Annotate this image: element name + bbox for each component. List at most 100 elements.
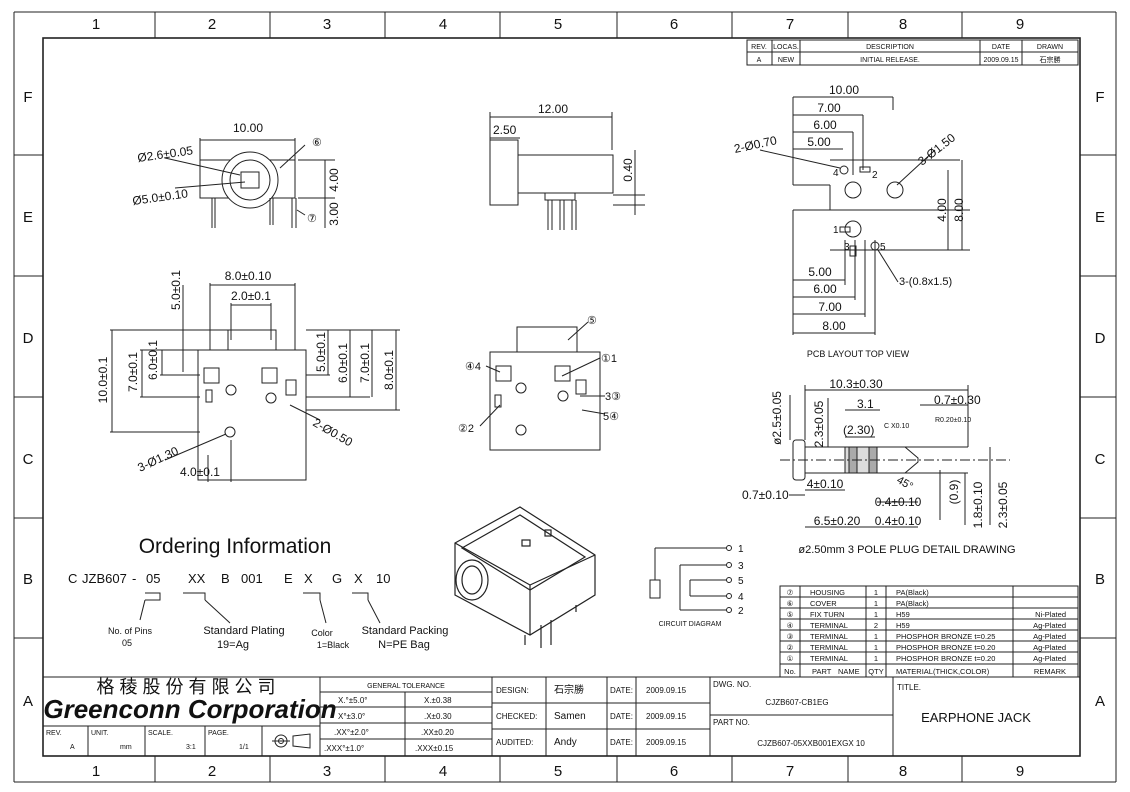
grid-col-7-bottom: 7: [786, 763, 794, 780]
plug-d1-dim: 3.1: [857, 397, 874, 411]
date-label-3: DATE:: [610, 738, 633, 747]
bom-no-5: ③: [787, 632, 794, 641]
bom-part-7: TERMINAL: [810, 654, 848, 663]
bom-rem-7: Ag-Plated: [1033, 654, 1066, 663]
tol-angle-2: X°±3.0°: [338, 712, 365, 721]
bom-no-3: ⑤: [787, 610, 794, 619]
pcb-pin-3: 3: [844, 242, 850, 253]
bom-mat-5: PHOSPHOR BRONZE t=0.25: [896, 632, 995, 641]
top-pin-dim: 3.00: [327, 202, 341, 226]
plug-l1-dim: 4±0.10: [807, 477, 844, 491]
plug-v1-dim: (0.9): [947, 480, 961, 505]
grid-row-d: D: [23, 330, 34, 347]
bom-part-2: COVER: [810, 599, 837, 608]
tol-linear-1: X.±0.38: [424, 696, 452, 705]
bom-part-5: TERMINAL: [810, 632, 848, 641]
code-series: JZB607: [82, 571, 127, 586]
pcb-bdim-7: 7.00: [818, 300, 842, 314]
grid-row-d-right: D: [1095, 330, 1106, 347]
bom-no-1: ⑦: [787, 588, 794, 597]
plating-label: Standard Plating: [203, 625, 284, 637]
rev-header-rev: REV.: [751, 44, 767, 51]
bom-header-remark: REMARK: [1034, 667, 1066, 676]
grid-col-4-bottom: 4: [439, 763, 447, 780]
plug-detail: 10.3±0.30 0.7±0.30 3.1 (2.30) C X0.10 R0…: [742, 377, 1016, 556]
circuit-pin-4: 4: [738, 592, 744, 603]
bottom-width-dim: 8.0±0.10: [225, 269, 272, 283]
bottom-rdim-8: 8.0±0.1: [382, 350, 396, 390]
pcb-pin-5: 5: [880, 242, 886, 253]
grid-col-6-bottom: 6: [670, 763, 678, 780]
bom-qty-4: 2: [874, 621, 878, 630]
top-view: 10.00 Ø2.6±0.05 Ø5.0±0.10 4.00 3.00 ⑥ ⑦: [131, 121, 341, 228]
circuit-label: CIRCUIT DIAGRAM: [659, 621, 722, 628]
dwg-label: DWG. NO.: [713, 680, 751, 689]
front-callout-5: ⑤: [587, 315, 597, 327]
grid-row-f-right: F: [1095, 89, 1104, 106]
unit-value: mm: [120, 744, 132, 751]
pcb-pin-4: 4: [833, 168, 839, 179]
bom-header-qty: QTY: [868, 667, 883, 676]
grid-row-a-right: A: [1095, 693, 1105, 710]
bom-mat-1: PA(Black): [896, 588, 929, 597]
rev-cell-locas: NEW: [778, 57, 795, 64]
bottom-dim-10: 10.0±0.1: [96, 356, 110, 403]
grid-row-c-right: C: [1095, 451, 1106, 468]
packing-label: Standard Packing: [362, 625, 449, 637]
top-hole-small-dim: Ø2.6±0.05: [136, 143, 194, 165]
bottom-dim-7: 7.0±0.1: [126, 352, 140, 392]
bom-header-name: NAME: [838, 667, 860, 676]
bom-qty-2: 1: [874, 599, 878, 608]
bom-qty-3: 1: [874, 610, 878, 619]
bom-no-4: ④: [787, 621, 794, 630]
pins-value: 05: [122, 638, 132, 648]
bom-qty-1: 1: [874, 588, 878, 597]
code-10: 10: [376, 571, 390, 586]
pcb-dim-8v: 8.00: [952, 198, 966, 222]
pcb-bdim-5: 5.00: [808, 265, 832, 279]
date-label-1: DATE:: [610, 686, 633, 695]
page-label: PAGE.: [208, 730, 229, 737]
rev-header-locas: LOCAS.: [773, 44, 799, 51]
code-e: E: [284, 571, 293, 586]
bom-header-material: MATERIAL(THICK,COLOR): [896, 667, 990, 676]
plug-d2-dim: (2.30): [843, 423, 874, 437]
bom-table: ⑦ HOUSING 1 PA(Black) ⑥ COVER 1 PA(Black…: [779, 585, 1079, 678]
checked-value: Samen: [554, 711, 586, 722]
rev-value: A: [70, 744, 75, 751]
design-label: DESIGN:: [496, 686, 529, 695]
bottom-view: 8.0±0.10 2.0±0.1 5.0±0.1 10.0±0.1 7.0±0.…: [96, 269, 400, 482]
scale-label: SCALE.: [148, 730, 173, 737]
side-length-dim: 12.00: [538, 102, 568, 116]
grid-col-8-bottom: 8: [899, 763, 907, 780]
part-label: PART NO.: [713, 718, 750, 727]
grid-col-1-bottom: 1: [92, 763, 100, 780]
bom-header-no: No.: [784, 667, 796, 676]
plug-dia-dim: ø2.5±0.05: [770, 391, 784, 445]
code-plating: XX: [188, 571, 206, 586]
grid-col-5-bottom: 5: [554, 763, 562, 780]
bom-no-2: ⑥: [787, 599, 794, 608]
pcb-bdim-8: 8.00: [822, 319, 846, 333]
pcb-dim-5: 5.00: [807, 135, 831, 149]
grid-col-2: 2: [208, 16, 216, 33]
bottom-bottom-dim: 4.0±0.1: [180, 465, 220, 479]
checked-label: CHECKED:: [496, 712, 537, 721]
rev-header-drawn: DRAWN: [1037, 44, 1063, 51]
grid-col-3: 3: [323, 16, 331, 33]
code-c: C: [68, 571, 77, 586]
bom-no-7: ①: [787, 654, 794, 663]
plug-tip-dim: 0.7±0.30: [934, 393, 981, 407]
pcb-caption: PCB LAYOUT TOP VIEW: [807, 349, 910, 359]
audited-label: AUDITED:: [496, 738, 533, 747]
rev-cell-date: 2009.09.15: [983, 57, 1018, 64]
side-thickness-dim: 0.40: [621, 158, 635, 182]
pcb-dim-6: 6.00: [813, 118, 837, 132]
bom-mat-3: H59: [896, 610, 910, 619]
grid-row-f: F: [23, 89, 32, 106]
bom-mat-2: PA(Black): [896, 599, 929, 608]
top-callout-7: ⑦: [307, 213, 317, 225]
rev-cell-drawn: 石宗勝: [1040, 55, 1061, 64]
part-value: CJZB607-05XXB001EXGX 10: [757, 739, 865, 748]
bom-header-part: PART: [812, 667, 832, 676]
